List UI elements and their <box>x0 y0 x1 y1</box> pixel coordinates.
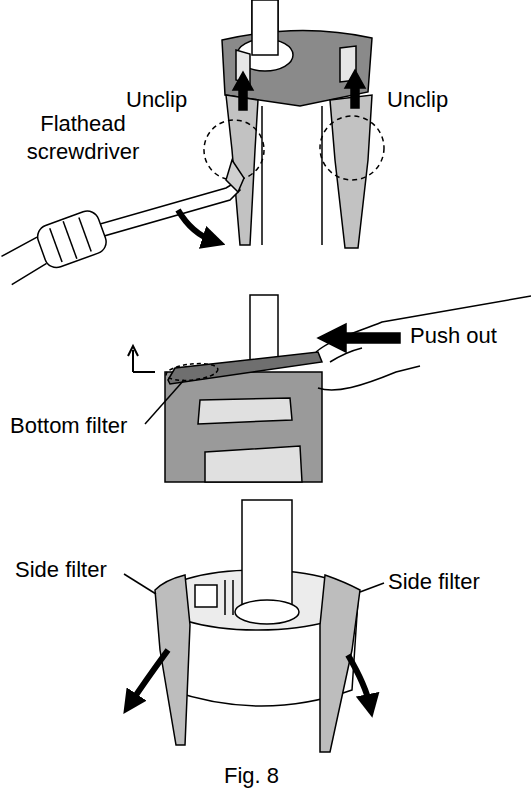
part-label: Side filter <box>13 556 109 584</box>
drawing-stroke <box>250 295 278 365</box>
drawing-stroke <box>224 580 226 615</box>
drawing-stroke <box>318 366 420 390</box>
drawing-stroke <box>232 580 234 615</box>
drawing-stroke <box>348 655 370 706</box>
part-label: Push out <box>408 322 499 350</box>
drawing-stroke <box>63 221 77 259</box>
drawing-stroke <box>0 208 109 285</box>
drawing-stroke <box>226 95 258 245</box>
drawing-stroke <box>321 106 323 245</box>
drawing-stroke <box>316 296 531 352</box>
drawing-stroke <box>0 237 49 285</box>
drawing-stroke <box>165 372 322 482</box>
drawing-stroke <box>168 352 322 384</box>
drawing-stroke <box>205 446 302 482</box>
figure-caption: Fig. 8 <box>222 762 281 790</box>
drawing-stroke <box>320 116 384 180</box>
drawing-stroke <box>124 574 156 594</box>
unclip-step <box>0 0 384 285</box>
drawing-stroke <box>242 500 292 610</box>
part-label: Bottom filter <box>8 412 129 440</box>
drawing-stroke <box>252 0 278 60</box>
drawing-stroke <box>345 70 365 108</box>
drawing-stroke <box>252 0 278 55</box>
drawing-stroke <box>261 106 263 245</box>
drawing-stroke <box>195 585 217 607</box>
part-label: Unclip <box>385 86 450 114</box>
drawing-stroke <box>130 650 168 704</box>
drawing-stroke <box>318 324 400 352</box>
part-label: Side filter <box>386 568 482 596</box>
drawing-stroke <box>360 583 384 592</box>
drawing-stroke <box>145 380 184 424</box>
drawing-stroke <box>198 398 292 424</box>
drawing-stroke <box>178 210 214 241</box>
drawing-stroke <box>226 160 244 192</box>
drawing-stroke <box>50 228 62 262</box>
drawing-stroke <box>128 346 155 372</box>
drawing-stroke <box>100 182 240 236</box>
drawing-stroke <box>79 218 91 252</box>
drawing-stroke <box>235 600 299 624</box>
side-filter-step <box>124 500 384 752</box>
drawing-stroke <box>165 361 218 382</box>
drawing-stroke <box>233 72 253 110</box>
push-out-step <box>128 295 531 482</box>
part-label: Flathead screwdriver <box>6 110 160 166</box>
drawing-stroke <box>34 208 109 271</box>
drawing-stroke <box>330 95 372 248</box>
